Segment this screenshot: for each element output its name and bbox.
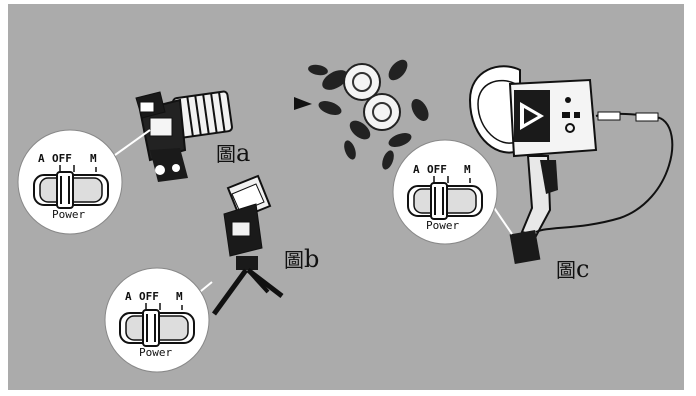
camera-with-flash-a	[108, 91, 232, 182]
switch-b-power-label: Power	[139, 346, 172, 359]
switch-c-mode-m: M	[464, 163, 471, 176]
figure-b-label: 圖b	[284, 244, 319, 273]
switch-c-mode-a: A	[413, 163, 420, 176]
figure-a-letter: a	[236, 139, 250, 167]
switch-a-mode-off: OFF	[52, 152, 72, 165]
switch-c-mode-off: OFF	[427, 163, 447, 176]
figure-a-zh: 圖	[216, 142, 236, 166]
flash-on-tripod-b	[190, 176, 282, 314]
switch-a-power-label: Power	[52, 208, 85, 221]
figure-c-letter: c	[576, 255, 589, 283]
switch-b-mode-off: OFF	[139, 290, 159, 303]
switch-a-mode-a: A	[38, 152, 45, 165]
figure-b-zh: 圖	[284, 248, 304, 272]
figure-c-label: 圖c	[556, 254, 589, 283]
switch-a-mode-m: M	[90, 152, 97, 165]
switch-b-mode-m: M	[176, 290, 183, 303]
studio-light-c	[470, 66, 672, 264]
switch-b-mode-a: A	[125, 290, 132, 303]
switch-c-power-label: Power	[426, 219, 459, 232]
figure-a-label: 圖a	[216, 138, 250, 167]
figure-c-zh: 圖	[556, 258, 576, 282]
figure-b-letter: b	[304, 245, 319, 273]
